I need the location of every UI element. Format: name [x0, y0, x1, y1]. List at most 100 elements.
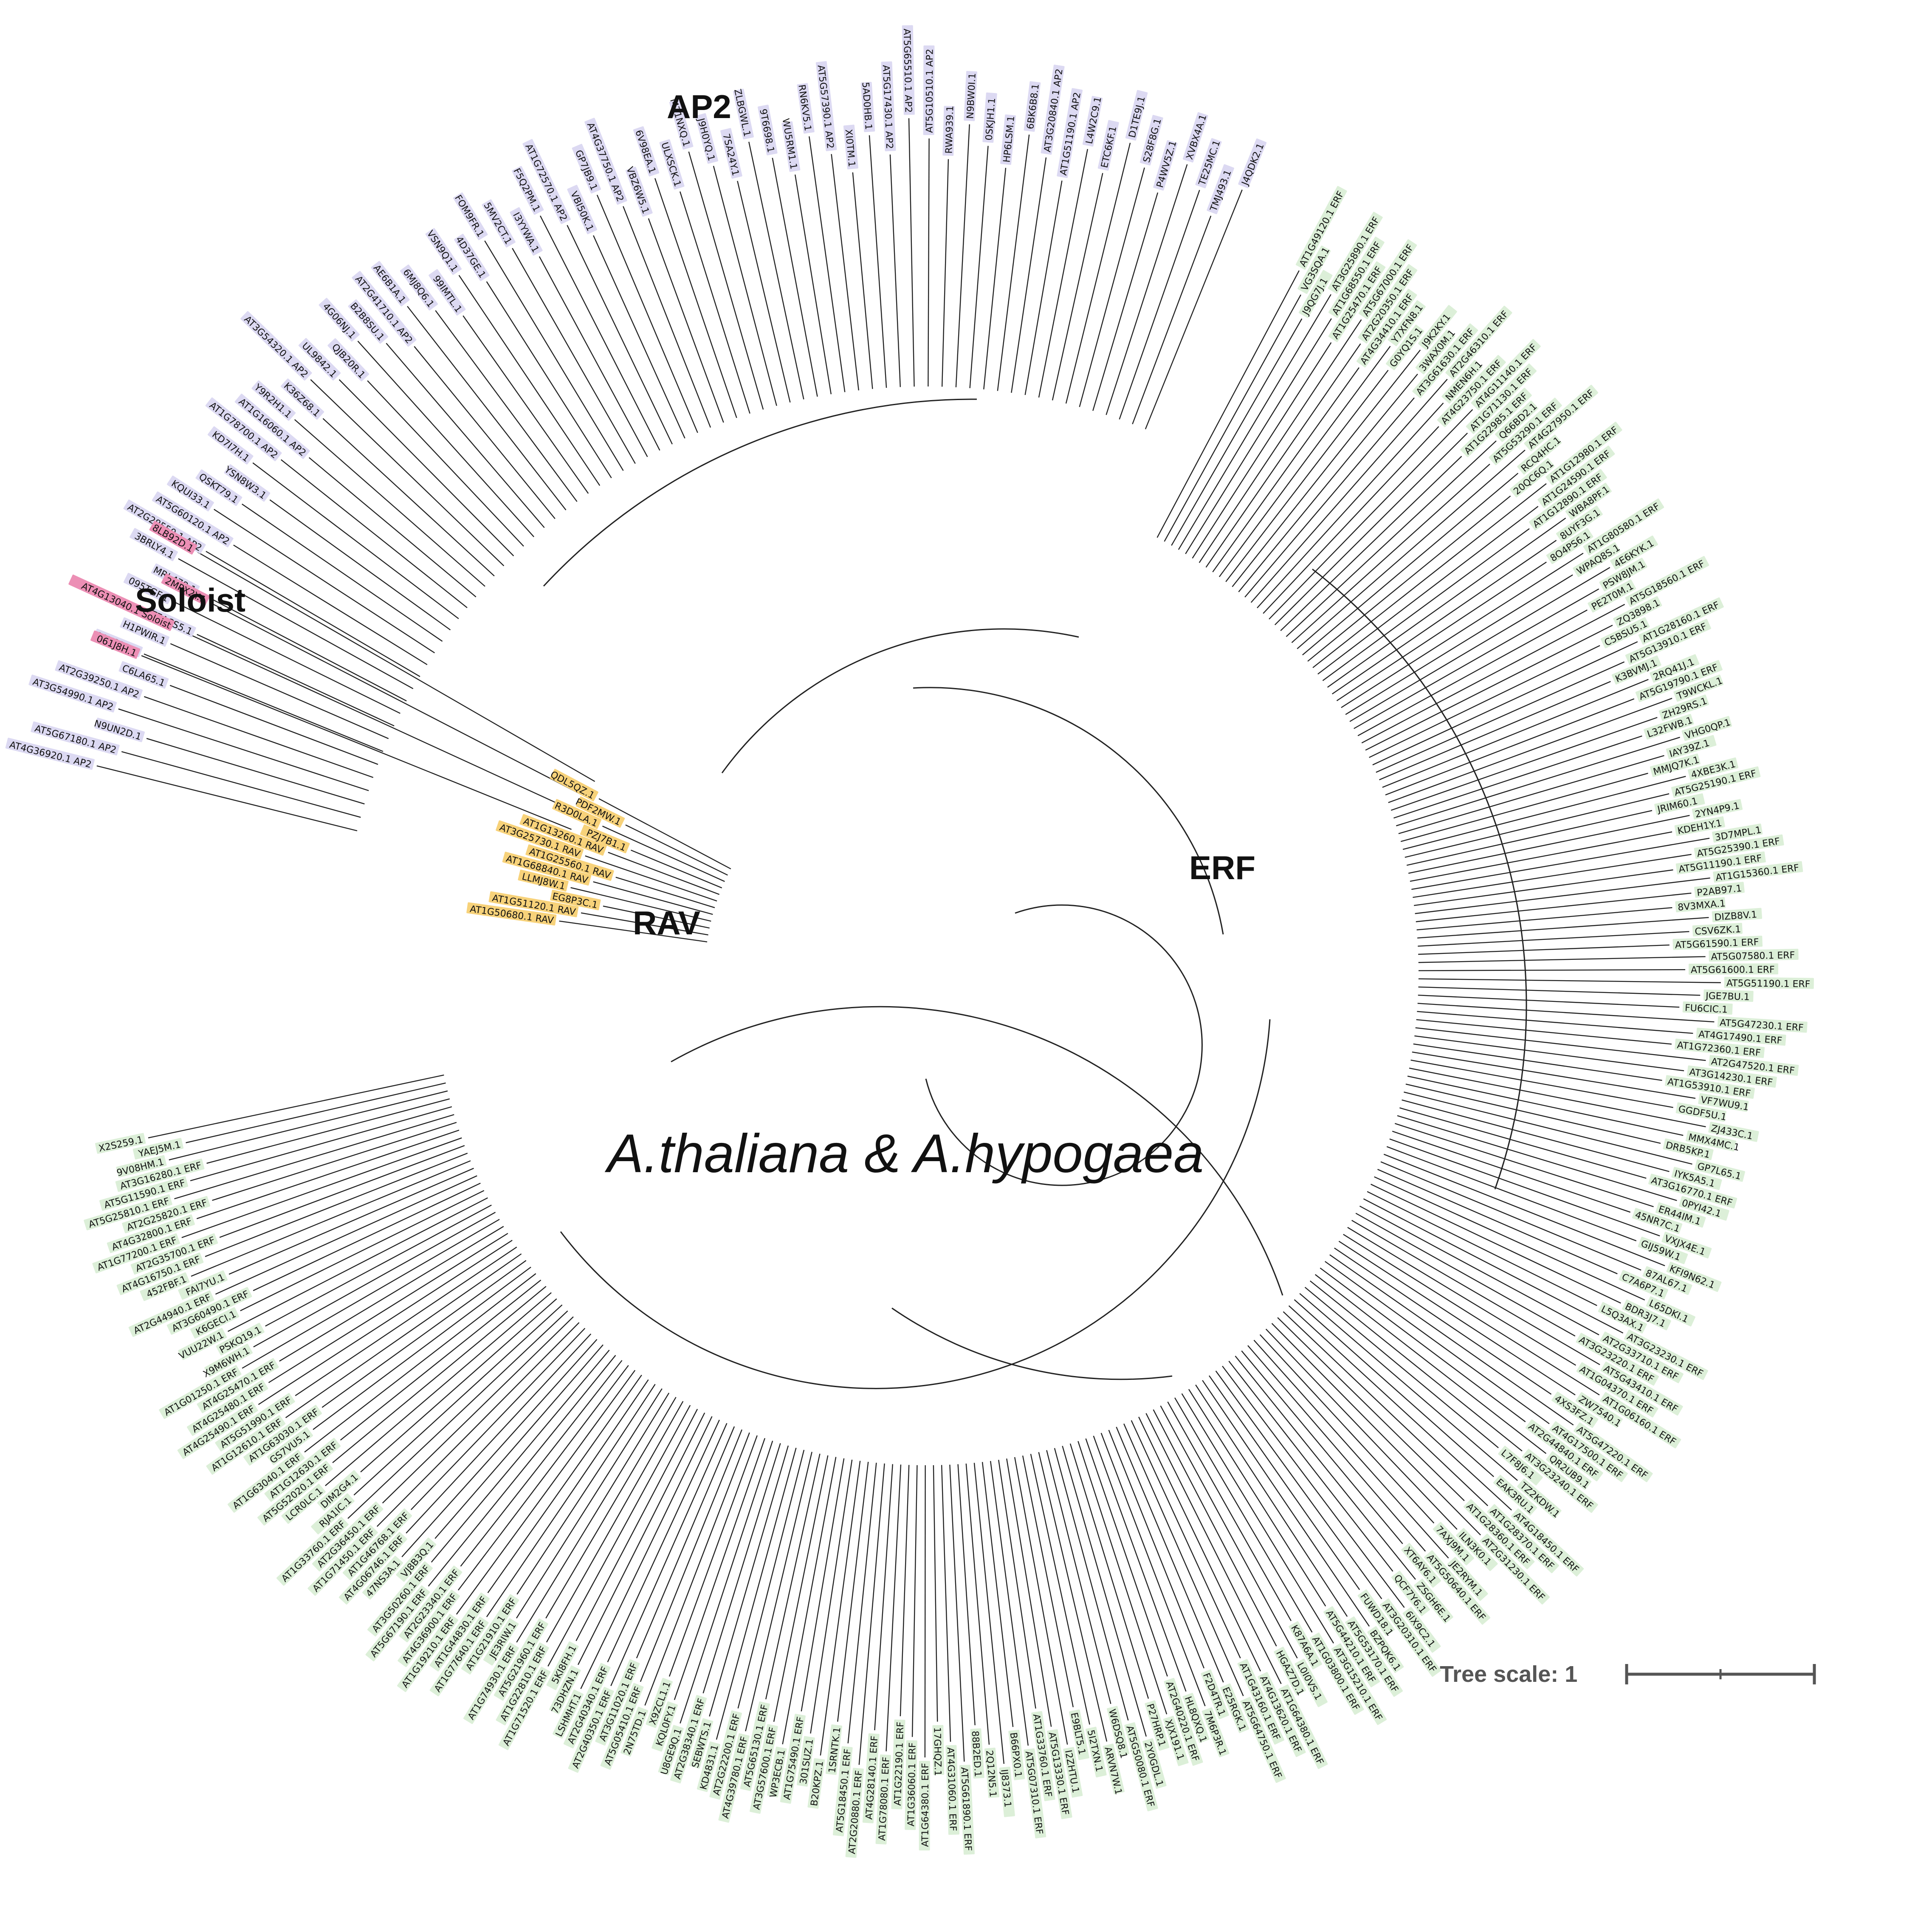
leaf-highlight	[1202, 1707, 1230, 1757]
leaf-highlight	[207, 426, 254, 465]
branch-line	[280, 459, 468, 608]
branch-line	[1379, 681, 1611, 781]
leaf-highlight	[130, 1233, 218, 1275]
leaf-highlight	[652, 1701, 678, 1752]
leaf-highlight	[1650, 654, 1700, 683]
leaf-highlight	[1666, 1261, 1722, 1292]
leaf-highlight	[625, 166, 653, 217]
leaf-highlight	[659, 139, 685, 190]
branch-line	[146, 738, 365, 805]
leaf-highlight	[1107, 1706, 1130, 1757]
leaf-label: JRIM60.1	[1656, 796, 1698, 815]
branch-line	[1388, 698, 1673, 803]
leaf-highlight	[1358, 264, 1418, 344]
leaf-highlight	[1517, 434, 1562, 475]
branch-line	[545, 1397, 677, 1619]
leaf-highlight	[311, 1493, 355, 1534]
leaf-highlight	[264, 1438, 341, 1502]
leaf-label: N9BW0I.1	[965, 73, 978, 119]
leaf-highlight	[362, 1556, 403, 1600]
branch-line	[782, 1457, 837, 1745]
leaf-highlight	[483, 1618, 519, 1666]
leaf-label: AT5G10510.1 AP2	[925, 49, 936, 133]
branch-line	[716, 1447, 797, 1740]
leaf-highlight	[767, 1746, 787, 1797]
leaf-highlight	[204, 1343, 253, 1377]
leaf-highlight	[338, 1532, 407, 1605]
leaf-highlight	[118, 661, 169, 689]
branch-line	[212, 1122, 457, 1201]
branch-line	[1406, 810, 1653, 866]
leaf-label: HP6LSM.1	[1001, 116, 1017, 163]
branch-line	[294, 419, 485, 587]
leaf-highlight	[1688, 963, 1779, 975]
leaf-highlight	[1724, 976, 1814, 989]
leaf-highlight	[1675, 851, 1766, 874]
branch-line	[1386, 1146, 1637, 1241]
leaf-highlight	[1466, 363, 1537, 434]
leaf-ap2: 5MV2CT.1	[482, 199, 516, 248]
branch-line	[982, 1462, 1014, 1727]
branch-line	[874, 1464, 893, 1731]
leaf-label: JGE7BU.1	[1705, 991, 1750, 1003]
branch-line	[955, 124, 970, 387]
leaf-highlight	[1024, 1748, 1046, 1839]
branch-line	[1405, 1083, 1661, 1144]
leaf-highlight	[1522, 1449, 1598, 1513]
branch-line	[847, 1463, 877, 1743]
branch-line	[1355, 1213, 1576, 1337]
leaf-ap2: HP6LSM.1	[1000, 114, 1017, 165]
leaf-label: VSN9Q1.1	[424, 228, 460, 274]
branch-line	[360, 1298, 557, 1472]
leaf-highlight	[620, 1706, 649, 1757]
branch-line	[141, 655, 572, 830]
branch-line	[546, 1401, 684, 1643]
leaf-label: 4D37GE.1	[453, 235, 488, 280]
leaf-highlight	[1498, 1446, 1543, 1486]
leaf-highlight	[1709, 1055, 1799, 1076]
branch-line	[1408, 815, 1690, 874]
leaf-highlight	[1588, 579, 1636, 613]
branch-line	[908, 118, 915, 387]
leaf-ap2: FOM9FR.1	[452, 192, 488, 240]
branch-line	[1405, 793, 1670, 858]
leaf-highlight	[1328, 212, 1383, 294]
leaf-highlight	[1445, 305, 1512, 380]
leaf-highlight	[709, 1710, 742, 1800]
leaf-highlight	[1687, 757, 1739, 781]
branch-line	[1288, 1305, 1512, 1511]
branch-line	[1307, 495, 1511, 662]
leaf-highlight	[689, 1718, 714, 1769]
leaf-highlight	[1000, 114, 1016, 165]
leaf-ap2: P4WV5Z.1	[1153, 139, 1179, 191]
leaf-highlight	[658, 1725, 684, 1775]
leaf-highlight	[1414, 1579, 1453, 1624]
branch-line	[1174, 1397, 1313, 1633]
group-label-ap2: AP2	[667, 88, 731, 125]
leaf-highlight	[68, 574, 175, 631]
branch-line	[376, 1322, 580, 1527]
leaf-erf: AT4G31060.1 ERF	[945, 1745, 959, 1835]
leaf-highlight	[116, 1155, 167, 1178]
branch-line	[463, 315, 589, 494]
leaf-highlight	[1041, 65, 1065, 155]
leaf-highlight	[502, 852, 592, 886]
branch-line	[200, 592, 407, 702]
leaf-highlight	[397, 1613, 458, 1692]
leaf-highlight	[982, 92, 997, 143]
leaf-highlight	[1600, 617, 1650, 649]
branch-line	[279, 1226, 504, 1362]
leaf-highlight	[1551, 1391, 1599, 1428]
leaf-highlight	[1671, 1167, 1722, 1190]
branch-line	[401, 1339, 598, 1557]
branch-line	[668, 1435, 758, 1677]
leaf-highlight	[1642, 1266, 1692, 1295]
leaf-highlight	[1666, 735, 1717, 759]
leaf-highlight	[740, 1701, 770, 1791]
leaf-erf: AT1G22190.1 ERF	[891, 1719, 906, 1810]
leaf-highlight	[1024, 81, 1041, 132]
leaf-ap2: AT1G51190.1 AP2	[1057, 88, 1083, 178]
branch-line	[1371, 1184, 1621, 1304]
branch-line	[1238, 373, 1418, 592]
branch-line	[1389, 1138, 1660, 1237]
